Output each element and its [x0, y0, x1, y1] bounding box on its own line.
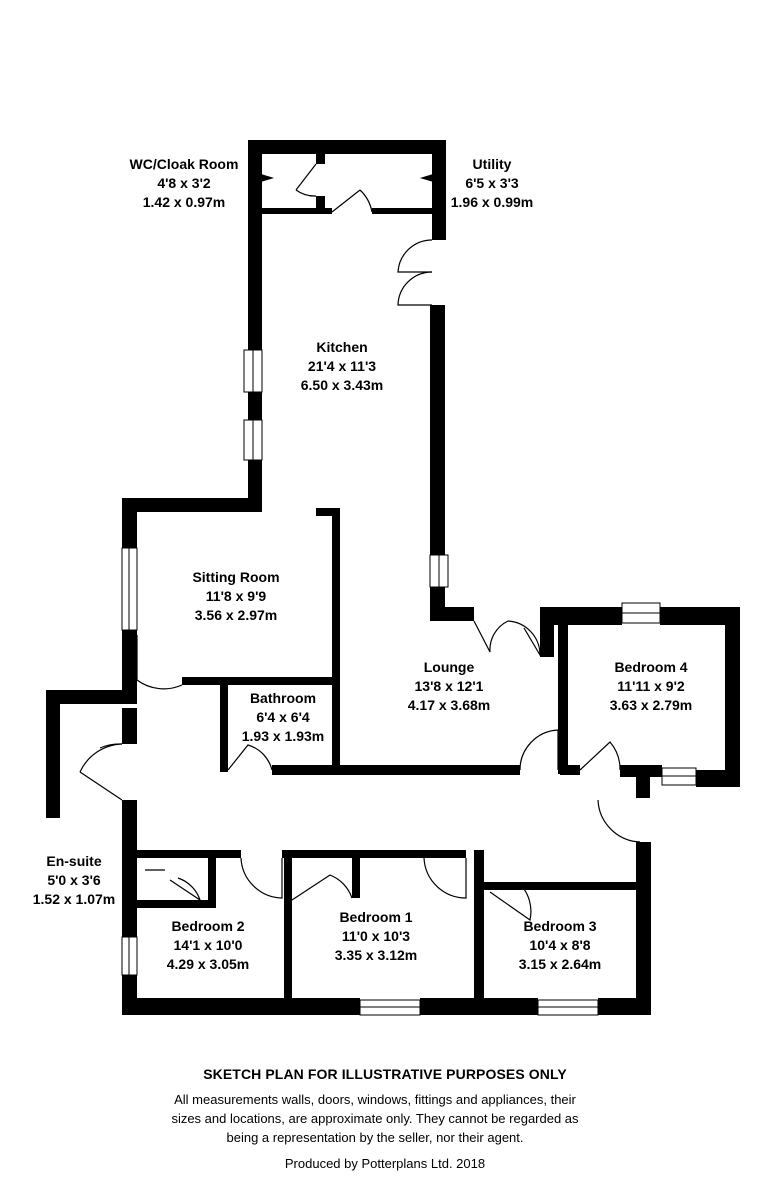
- room-name-bedroom1: Bedroom 1: [339, 909, 412, 925]
- wall: [46, 690, 137, 704]
- wall: [122, 800, 137, 937]
- door: [397, 271, 433, 306]
- room-name-ensuite: En-suite: [46, 853, 101, 869]
- wall: [430, 305, 445, 620]
- wall: [352, 858, 360, 898]
- door: [473, 620, 509, 653]
- wall: [46, 690, 60, 818]
- wall: [272, 765, 520, 775]
- wall: [122, 708, 137, 744]
- wall: [316, 154, 325, 164]
- room-imperial-lounge: 13'8 x 12'1: [415, 678, 484, 694]
- door: [331, 189, 361, 213]
- room-metric-kitchen: 6.50 x 3.43m: [301, 377, 384, 393]
- door: [507, 620, 541, 658]
- door: [291, 874, 353, 901]
- wall: [660, 607, 740, 625]
- door: [79, 743, 123, 801]
- producer-credit: Produced by Potterplans Ltd. 2018: [284, 1156, 486, 1171]
- wall: [558, 607, 568, 774]
- walls: [46, 140, 740, 1015]
- room-name-utility: Utility: [473, 156, 512, 172]
- room-metric-lounge: 4.17 x 3.68m: [408, 697, 491, 713]
- room-name-wc: WC/Cloak Room: [130, 156, 239, 172]
- wall: [696, 770, 740, 787]
- room-name-lounge: Lounge: [424, 659, 475, 675]
- room-imperial-bathroom: 6'4 x 6'4: [256, 709, 310, 725]
- wall: [636, 765, 650, 798]
- room-imperial-kitchen: 21'4 x 11'3: [308, 358, 376, 374]
- wall: [316, 196, 325, 214]
- wall: [248, 140, 262, 510]
- wall: [122, 998, 360, 1015]
- wall: [248, 140, 446, 154]
- wall: [137, 850, 241, 858]
- room-imperial-utility: 6'5 x 3'3: [465, 175, 519, 191]
- wall: [598, 998, 651, 1015]
- room-metric-bedroom1: 3.35 x 3.12m: [335, 947, 418, 963]
- room-imperial-bedroom2: 14'1 x 10'0: [174, 937, 243, 953]
- door: [136, 635, 183, 690]
- room-imperial-bedroom4: 11'11 x 9'2: [617, 678, 685, 694]
- wall: [182, 677, 338, 685]
- room-metric-bedroom4: 3.63 x 2.79m: [610, 697, 693, 713]
- room-name-bathroom: Bathroom: [250, 690, 316, 706]
- room-name-bedroom3: Bedroom 3: [523, 918, 596, 934]
- room-name-bedroom4: Bedroom 4: [614, 659, 687, 675]
- room-imperial-bedroom1: 11'0 x 10'3: [342, 928, 410, 944]
- wall: [725, 607, 740, 787]
- wall: [282, 850, 466, 858]
- room-imperial-bedroom3: 10'4 x 8'8: [529, 937, 590, 953]
- room-metric-wc: 1.42 x 0.97m: [143, 194, 226, 210]
- wall: [137, 900, 212, 908]
- door: [423, 857, 467, 899]
- room-metric-ensuite: 1.52 x 1.07m: [33, 891, 116, 907]
- room-metric-bathroom: 1.93 x 1.93m: [242, 728, 325, 744]
- wall: [372, 208, 434, 214]
- wall: [484, 882, 639, 890]
- wall: [540, 607, 622, 625]
- room-name-sitting: Sitting Room: [192, 569, 279, 585]
- wall: [284, 850, 292, 1000]
- wall: [316, 508, 340, 516]
- door: [519, 729, 559, 771]
- door: [295, 163, 317, 191]
- door: [169, 877, 202, 902]
- room-name-bedroom2: Bedroom 2: [171, 918, 244, 934]
- door: [579, 741, 621, 771]
- disclaimer-note: All measurements walls, doors, windows, …: [171, 1092, 579, 1145]
- wall: [636, 842, 651, 1015]
- door: [240, 857, 283, 899]
- room-name-kitchen: Kitchen: [316, 339, 367, 355]
- door: [489, 883, 532, 922]
- wall: [208, 850, 216, 908]
- windows: [121, 349, 697, 1016]
- door: [597, 799, 641, 843]
- room-metric-utility: 1.96 x 0.99m: [451, 194, 534, 210]
- wall: [122, 498, 262, 512]
- room-imperial-ensuite: 5'0 x 3'6: [47, 872, 101, 888]
- wall: [420, 998, 538, 1015]
- wall: [430, 607, 474, 621]
- room-metric-bedroom2: 4.29 x 3.05m: [167, 956, 250, 972]
- room-labels: WC/Cloak Room 4'8 x 3'2 1.42 x 0.97m Uti…: [33, 156, 693, 972]
- floor-plan: WC/Cloak Room 4'8 x 3'2 1.42 x 0.97m Uti…: [33, 140, 740, 1016]
- door: [397, 239, 433, 273]
- wall: [220, 677, 228, 772]
- doors: [79, 163, 641, 922]
- room-metric-bedroom3: 3.15 x 2.64m: [519, 956, 602, 972]
- room-imperial-wc: 4'8 x 3'2: [157, 175, 211, 191]
- wall: [432, 140, 446, 240]
- wall: [262, 208, 332, 214]
- wall: [560, 765, 580, 775]
- wall: [474, 850, 484, 1000]
- room-imperial-sitting: 11'8 x 9'9: [206, 588, 267, 604]
- disclaimer-title: SKETCH PLAN FOR ILLUSTRATIVE PURPOSES ON…: [203, 1066, 567, 1082]
- room-metric-sitting: 3.56 x 2.97m: [195, 607, 278, 623]
- door: [227, 744, 273, 771]
- wall: [332, 508, 340, 772]
